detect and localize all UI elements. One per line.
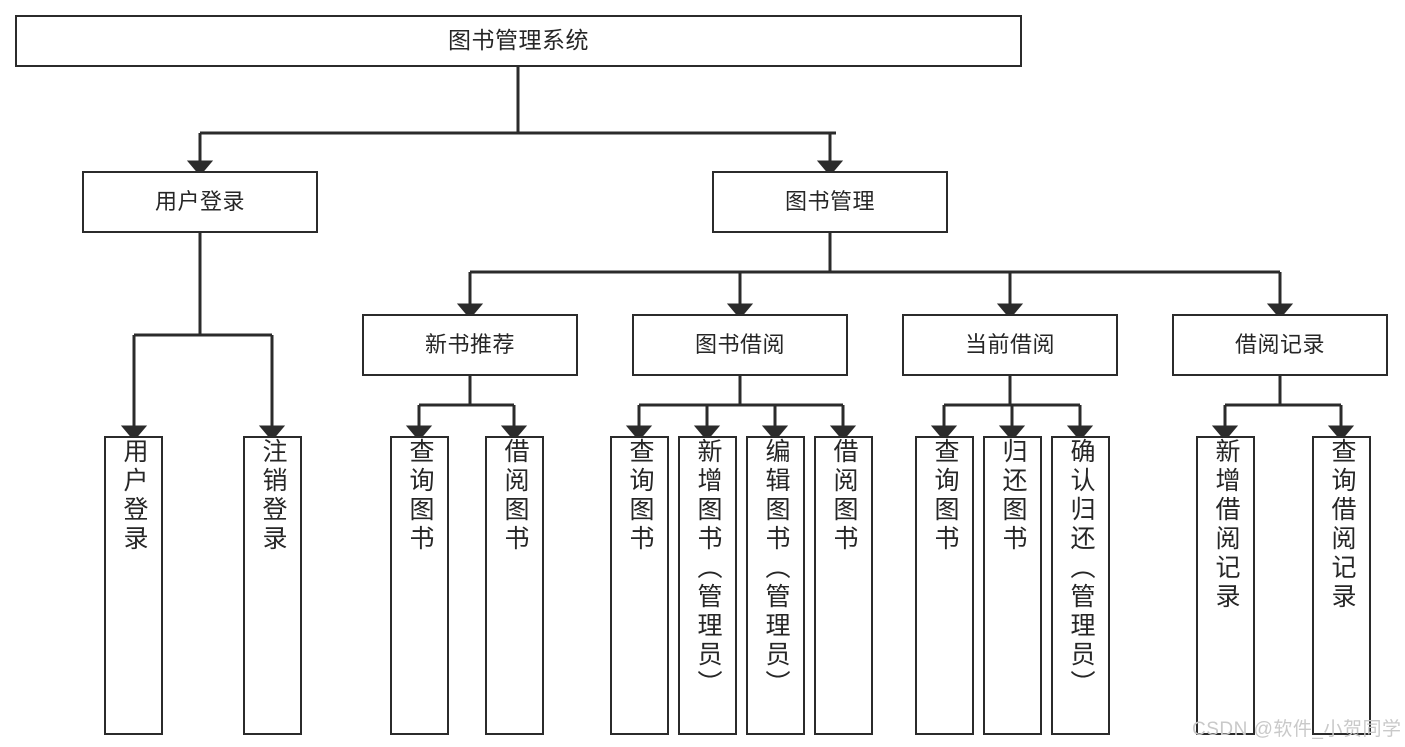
node-user-login-label: 用户登录 <box>154 189 245 215</box>
leaf-rec-query-label: 查询图书 <box>406 438 434 554</box>
node-user-login[interactable]: 用户登录 <box>82 171 318 233</box>
leaf-borrow-query[interactable]: 查询图书 <box>610 436 669 735</box>
leaf-borrow-add-label: 新增图书（管理员） <box>694 438 722 699</box>
leaf-borrow-lend-label: 借阅图书 <box>830 438 858 554</box>
leaf-rec-search[interactable]: 查询借阅记录 <box>1312 436 1371 735</box>
leaf-cur-query[interactable]: 查询图书 <box>915 436 974 735</box>
leaf-user-login-label: 用户登录 <box>120 438 148 554</box>
leaf-user-logout-label: 注销登录 <box>259 438 287 554</box>
leaf-cur-confirm[interactable]: 确认归还（管理员） <box>1051 436 1110 735</box>
node-book-manage-label: 图书管理 <box>784 189 875 215</box>
node-root-label: 图书管理系统 <box>448 27 589 54</box>
leaf-rec-add-label: 新增借阅记录 <box>1212 438 1240 612</box>
node-book-manage[interactable]: 图书管理 <box>712 171 948 233</box>
leaf-cur-return[interactable]: 归还图书 <box>983 436 1042 735</box>
node-borrow-record-label: 借阅记录 <box>1234 332 1325 358</box>
leaf-borrow-edit-label: 编辑图书（管理员） <box>762 438 790 699</box>
leaf-borrow-query-label: 查询图书 <box>626 438 654 554</box>
node-book-borrow-label: 图书借阅 <box>694 332 785 358</box>
leaf-borrow-add[interactable]: 新增图书（管理员） <box>678 436 737 735</box>
leaf-borrow-edit[interactable]: 编辑图书（管理员） <box>746 436 805 735</box>
leaf-cur-return-label: 归还图书 <box>999 438 1027 554</box>
node-borrow-record[interactable]: 借阅记录 <box>1172 314 1388 376</box>
leaf-rec-add[interactable]: 新增借阅记录 <box>1196 436 1255 735</box>
node-root[interactable]: 图书管理系统 <box>15 15 1022 67</box>
leaf-rec-query[interactable]: 查询图书 <box>390 436 449 735</box>
leaf-rec-search-label: 查询借阅记录 <box>1328 438 1356 612</box>
leaf-rec-borrow-label: 借阅图书 <box>501 438 529 554</box>
node-new-book-rec-label: 新书推荐 <box>424 332 515 358</box>
leaf-user-login[interactable]: 用户登录 <box>104 436 163 735</box>
node-new-book-rec[interactable]: 新书推荐 <box>362 314 578 376</box>
node-current-borrow-label: 当前借阅 <box>964 332 1055 358</box>
leaf-rec-borrow[interactable]: 借阅图书 <box>485 436 544 735</box>
leaf-cur-confirm-label: 确认归还（管理员） <box>1067 438 1095 699</box>
watermark: CSDN @软件_小贺同学 <box>1192 719 1402 740</box>
node-current-borrow[interactable]: 当前借阅 <box>902 314 1118 376</box>
leaf-cur-query-label: 查询图书 <box>931 438 959 554</box>
leaf-user-logout[interactable]: 注销登录 <box>243 436 302 735</box>
node-book-borrow[interactable]: 图书借阅 <box>632 314 848 376</box>
leaf-borrow-lend[interactable]: 借阅图书 <box>814 436 873 735</box>
